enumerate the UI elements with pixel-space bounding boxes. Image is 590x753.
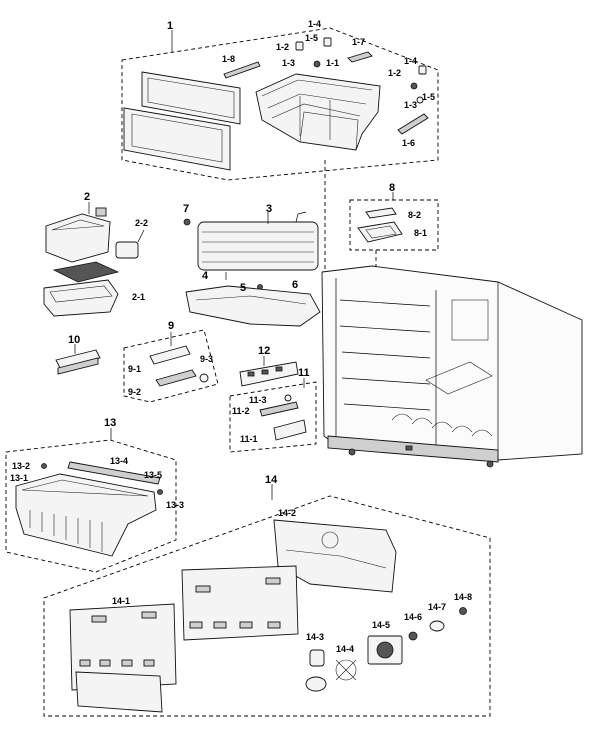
callout-10: 10 xyxy=(68,334,80,346)
callout-11: 11 xyxy=(298,367,310,379)
callout-14-5: 14-5 xyxy=(372,620,390,630)
callout-7: 7 xyxy=(183,203,189,215)
callout-13-2: 13-2 xyxy=(12,461,30,471)
part-rail-1-7 xyxy=(347,51,373,63)
callout-1-3a: 1-3 xyxy=(282,58,295,68)
callout-13: 13 xyxy=(104,417,116,429)
part-14-3-motor xyxy=(305,649,327,692)
part-14-8 xyxy=(459,607,467,615)
part-14-4-fan xyxy=(335,659,357,681)
callout-1-4a: 1-4 xyxy=(308,19,321,29)
callout-14-3: 14-3 xyxy=(306,632,324,642)
cabinet-shelf-rails xyxy=(339,299,431,411)
callout-14-1: 14-1 xyxy=(112,596,130,606)
callout-14-2: 14-2 xyxy=(278,508,296,518)
callout-14-4: 14-4 xyxy=(336,644,354,654)
part-drawer-1-1 xyxy=(255,73,381,151)
group-11-12-controls: 12 11 11-3 11-2 11-1 xyxy=(229,345,317,453)
part-clips-1-2-1-3-1-4-1-5 xyxy=(295,37,427,104)
group-1-crisper-assembly: 1 1-1 1-2 1-2 1-3 1-3 1-4 1-4 1-5 1-5 1-… xyxy=(121,19,439,181)
part-14-2 xyxy=(273,519,397,593)
group-11-boundary xyxy=(229,381,317,453)
group-14-boundary xyxy=(43,495,491,717)
callout-8: 8 xyxy=(389,182,395,194)
callout-1-2a: 1-2 xyxy=(276,42,289,52)
group-14-fan-assembly: 14 14-1 14-2 14-3 14-4 14-5 14-6 14-7 14… xyxy=(43,474,491,717)
part-rail-1-8 xyxy=(223,61,261,79)
callout-9-2: 9-2 xyxy=(128,387,141,397)
callout-1-1: 1-1 xyxy=(326,58,339,68)
callout-1-4b: 1-4 xyxy=(404,56,417,66)
callout-1-5a: 1-5 xyxy=(305,33,318,43)
part-12 xyxy=(239,361,299,387)
callout-11-2: 11-2 xyxy=(232,406,250,416)
group-1-boundary xyxy=(121,27,439,181)
part-evaporator-3 xyxy=(197,221,319,271)
callout-14-8: 14-8 xyxy=(454,592,472,602)
part-cover-6 xyxy=(185,285,321,327)
group-9-damper: 9 9-1 9-2 9-3 xyxy=(123,320,219,403)
callout-5: 5 xyxy=(240,282,246,294)
group-2-ice-maker: 2 2-2 2-1 xyxy=(43,191,148,317)
callout-13-4: 13-4 xyxy=(110,456,128,466)
group-13-boundary xyxy=(5,439,177,573)
group-8-boundary xyxy=(349,199,439,251)
group-3-evaporator: 3 4 5 6 7 xyxy=(183,203,321,327)
callout-14: 14 xyxy=(265,474,278,486)
part-drawer-cover xyxy=(123,71,241,171)
callout-1-3b: 1-3 xyxy=(404,100,417,110)
callout-6: 6 xyxy=(292,279,298,291)
callout-1-5b: 1-5 xyxy=(422,92,435,102)
callout-1-7: 1-7 xyxy=(352,37,365,47)
callout-1-8: 1-8 xyxy=(222,54,235,64)
part-14-panel xyxy=(181,565,299,641)
callout-9-1: 9-1 xyxy=(128,364,141,374)
part-14-1 xyxy=(69,603,177,691)
callout-12: 12 xyxy=(258,345,270,357)
callout-14-7: 14-7 xyxy=(428,602,446,612)
callout-9: 9 xyxy=(168,320,174,332)
callout-2-1: 2-1 xyxy=(132,292,145,302)
part-screw-7 xyxy=(183,218,191,226)
cabinet-floor-ribs xyxy=(391,413,493,437)
group-8-lamp-cover: 8 8-2 8-1 xyxy=(349,182,439,310)
callout-13-1: 13-1 xyxy=(10,473,28,483)
callout-1-6: 1-6 xyxy=(402,138,415,148)
callout-8-1: 8-1 xyxy=(414,228,427,238)
callout-13-5: 13-5 xyxy=(144,470,162,480)
group-13-freezer-basket: 13 13-2 13-1 13-4 13-5 13-3 xyxy=(5,417,184,573)
callout-11-3: 11-3 xyxy=(249,395,267,405)
basket-slots xyxy=(29,510,103,552)
callout-14-6: 14-6 xyxy=(404,612,422,622)
callout-1: 1 xyxy=(167,20,173,32)
callout-11-1: 11-1 xyxy=(240,434,258,444)
callout-1-2b: 1-2 xyxy=(388,68,401,78)
group-10-bracket: 10 xyxy=(55,334,101,375)
callout-8-2: 8-2 xyxy=(408,210,421,220)
part-14-6 xyxy=(408,631,418,641)
part-14-5-fan-housing xyxy=(367,635,403,665)
callout-3: 3 xyxy=(266,203,272,215)
callout-4: 4 xyxy=(202,270,209,282)
callout-2: 2 xyxy=(84,191,90,203)
callout-9-3: 9-3 xyxy=(200,354,213,364)
cabinet-body xyxy=(321,265,583,468)
callout-2-2: 2-2 xyxy=(135,218,148,228)
callout-13-3: 13-3 xyxy=(166,500,184,510)
part-14-7 xyxy=(429,620,445,632)
part-rail-1-6 xyxy=(397,113,429,135)
